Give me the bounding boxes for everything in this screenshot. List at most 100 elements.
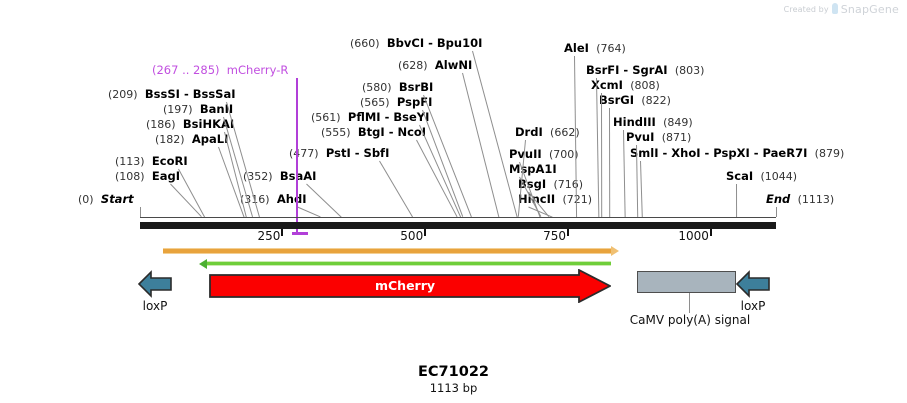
watermark-brand-label: SnapGene bbox=[840, 3, 899, 16]
ruler-tick-750 bbox=[567, 229, 570, 236]
enzyme-name: PvuI bbox=[626, 130, 655, 144]
enzyme-name: AhdI bbox=[276, 192, 307, 206]
enzyme-site-bsaai[interactable]: (352) BsaAI bbox=[243, 169, 317, 184]
enzyme-name: BssSI bbox=[144, 87, 180, 101]
enzyme-name-group: EcoRI bbox=[152, 154, 188, 168]
enzyme-site-pflmi[interactable]: (561) PflMI - BseYI bbox=[311, 110, 430, 125]
enzyme-site-hincii[interactable]: HincII (721) bbox=[518, 192, 593, 207]
enzyme-name-group: AhdI bbox=[277, 192, 307, 206]
enzyme-name-separator: - bbox=[619, 63, 633, 77]
enzyme-name: PspXI bbox=[713, 146, 750, 160]
enzyme-site-hindiii[interactable]: HindIII (849) bbox=[613, 115, 693, 130]
enzyme-name: HincII bbox=[518, 192, 556, 206]
feature-loxp-right-arrow[interactable] bbox=[736, 269, 770, 299]
enzyme-name: BsrFI bbox=[586, 63, 620, 77]
enzyme-position: (1044) bbox=[760, 170, 798, 183]
enzyme-site-bsrfi[interactable]: BsrFI - SgrAI (803) bbox=[586, 63, 704, 78]
enzyme-site-eagi[interactable]: (108) EagI bbox=[115, 169, 180, 184]
enzyme-position: (662) bbox=[550, 126, 580, 139]
sequence-terminus-start: (0) Start bbox=[78, 193, 134, 207]
enzyme-name: PaeR7I bbox=[762, 146, 808, 160]
enzyme-site-pspfi[interactable]: (565) PspFI bbox=[360, 96, 432, 110]
watermark-created-by-label: Created by bbox=[783, 5, 829, 14]
enzyme-name: BssSaI bbox=[192, 87, 236, 101]
snapgene-watermark: Created by SnapGene bbox=[784, 3, 899, 16]
enzyme-site-pvuii[interactable]: PvuII (700) bbox=[509, 148, 579, 162]
sequence-terminus-end: End (1113) bbox=[766, 192, 834, 207]
enzyme-name-group: PstI - SbfI bbox=[326, 146, 389, 160]
enzyme-name-group: BsrBI bbox=[399, 80, 433, 94]
enzyme-name: Bpu10I bbox=[436, 36, 483, 50]
enzyme-site-btgi[interactable]: (555) BtgI - NcoI bbox=[321, 125, 426, 140]
sequence-backbone-bar[interactable] bbox=[139, 222, 776, 229]
enzyme-position: (628) bbox=[398, 59, 428, 72]
enzyme-site-pvui[interactable]: PvuI (871) bbox=[626, 130, 691, 145]
feature-camv-polya-box[interactable] bbox=[637, 271, 736, 293]
site-tick-line bbox=[139, 207, 141, 217]
enzyme-name: AlwNI bbox=[434, 58, 473, 72]
enzyme-position: (352) bbox=[243, 170, 273, 183]
enzyme-site-alwni[interactable]: (628) AlwNI bbox=[398, 58, 473, 73]
primer-marker-line bbox=[296, 78, 298, 235]
enzyme-site-bsrgi[interactable]: BsrGI (822) bbox=[599, 94, 671, 108]
enzyme-site-bsrbi[interactable]: (580) BsrBI bbox=[362, 80, 433, 95]
enzyme-name-separator: - bbox=[350, 146, 364, 160]
enzyme-name-group: BanII bbox=[200, 102, 233, 116]
enzyme-name: AleI bbox=[564, 41, 589, 55]
enzyme-name-group: DrdI bbox=[515, 125, 543, 139]
terminus-label: End bbox=[766, 192, 791, 206]
ruler-tick-label-750: 750 bbox=[543, 229, 567, 243]
enzyme-name: DrdI bbox=[515, 125, 543, 139]
enzyme-position: (764) bbox=[596, 42, 626, 55]
enzyme-site-alei[interactable]: AleI (764) bbox=[564, 41, 626, 56]
enzyme-name-group: BsrFI - SgrAI bbox=[586, 63, 668, 77]
green-feature-track[interactable] bbox=[206, 261, 611, 266]
ruler-tick-1000 bbox=[709, 229, 712, 236]
enzyme-name: PflMI bbox=[347, 110, 381, 124]
enzyme-position: (721) bbox=[562, 193, 593, 206]
enzyme-name-separator: - bbox=[384, 125, 398, 139]
enzyme-name: HindIII bbox=[613, 115, 656, 129]
construct-title: EC71022 bbox=[418, 364, 489, 380]
enzyme-position: (808) bbox=[630, 79, 660, 92]
ruler-tick-500 bbox=[424, 229, 427, 236]
site-tick-line bbox=[775, 207, 777, 217]
enzyme-position: (108) bbox=[115, 170, 145, 183]
enzyme-name-group: PflMI - BseYI bbox=[348, 110, 430, 124]
enzyme-position: (879) bbox=[814, 147, 845, 160]
ruler-tick-250 bbox=[281, 229, 284, 236]
feature-loxp-left-arrow[interactable] bbox=[138, 269, 172, 299]
enzyme-name: BtgI bbox=[357, 125, 385, 139]
enzyme-name: XcmI bbox=[591, 78, 623, 92]
enzyme-site-bbvci[interactable]: (660) BbvCI - Bpu10I bbox=[350, 36, 483, 51]
enzyme-site-xcmi[interactable]: XcmI (808) bbox=[591, 78, 660, 93]
enzyme-name-group: BssSI - BssSaI bbox=[145, 87, 236, 101]
enzyme-site-bsihkai[interactable]: (186) BsiHKAI bbox=[146, 118, 234, 132]
enzyme-name: BsaAI bbox=[279, 169, 317, 183]
enzyme-site-scai[interactable]: ScaI (1044) bbox=[726, 170, 798, 184]
feature-caption-loxp-left: loxP bbox=[142, 299, 168, 313]
enzyme-site-drdi[interactable]: DrdI (662) bbox=[515, 125, 580, 140]
enzyme-site-banii[interactable]: (197) BanII bbox=[163, 102, 233, 117]
enzyme-site-ecori[interactable]: (113) EcoRI bbox=[115, 154, 188, 169]
enzyme-site-psti[interactable]: (477) PstI - SbfI bbox=[289, 146, 389, 161]
enzyme-site-bsssi[interactable]: (209) BssSI - BssSaI bbox=[108, 87, 236, 102]
enzyme-leader-line bbox=[462, 72, 500, 218]
enzyme-name-group: XcmI bbox=[591, 78, 623, 92]
feature-mcherry-arrow[interactable] bbox=[209, 269, 611, 303]
enzyme-name: MspA1I bbox=[509, 162, 557, 176]
enzyme-site-mspa1i[interactable]: MspA1I bbox=[509, 163, 557, 176]
enzyme-name-group: EagI bbox=[152, 169, 180, 183]
ruler-tick-label-250: 250 bbox=[257, 229, 281, 243]
enzyme-name: ApaLI bbox=[191, 132, 229, 146]
enzyme-name-group: AleI bbox=[564, 41, 589, 55]
enzyme-name-group: ApaLI bbox=[192, 132, 229, 146]
enzyme-site-apali[interactable]: (182) ApaLI bbox=[155, 132, 229, 147]
enzyme-name-separator: - bbox=[700, 146, 714, 160]
enzyme-site-smli[interactable]: SmlI - XhoI - PspXI - PaeR7I (879) bbox=[630, 146, 845, 161]
primer-label-mcherry-r[interactable]: (267 .. 285) mCherry-R bbox=[152, 63, 289, 77]
orange-track-arrowhead-icon bbox=[611, 246, 619, 256]
enzyme-name-group: BtgI - NcoI bbox=[358, 125, 426, 139]
orange-feature-track[interactable] bbox=[163, 248, 611, 254]
enzyme-name: EagI bbox=[151, 169, 181, 183]
